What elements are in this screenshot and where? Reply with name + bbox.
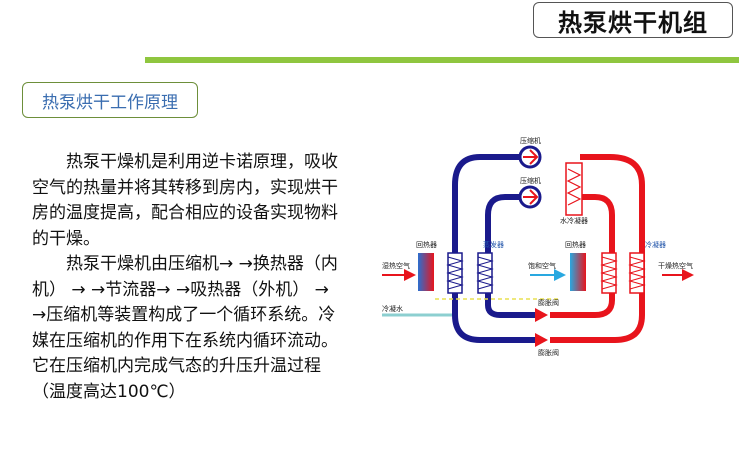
header-divider [145,57,739,63]
paragraph-intro: 热泵干燥机是利用逆卡诺原理，吸收空气的热量并将其转移到房内，实现烘干房的温度提高… [32,152,338,249]
expansion-valve-bottom [535,333,548,347]
dry-air-label: 干燥热空气 [658,261,693,270]
evaporator-label: 蒸发器 [483,240,504,249]
regenerator-left [418,253,434,291]
paragraph-cycle: 热泵干燥机由压缩机→ →换热器（内机） → →节流器→ →吸热器（外机） → →… [32,254,338,402]
saturated-air-label: 饱和空气 [528,261,556,270]
cold-pipe-outer [452,154,540,343]
cold-pipe-inner [485,194,540,318]
regenerator-right [570,253,586,291]
exhaust-air-label: 湿热空气 [382,261,410,270]
water-condenser-label: 水冷凝器 [560,216,588,225]
compressor-top-label: 压缩机 [520,136,541,145]
hot-pipe-outer [550,154,645,343]
heat-pump-diagram: 压缩机 压缩机 水冷凝器 回热器 蒸发器 回热器 冷凝器 湿热空气 饱和空气 干… [382,136,694,357]
regenerator-left-label: 回热器 [416,240,437,249]
page-title: 热泵烘干机组 [533,2,733,38]
compressor-mid-label: 压缩机 [520,176,541,185]
expansion-valve-top [535,308,548,322]
regenerator-right-label: 回热器 [565,240,586,249]
condenser-label: 冷凝器 [645,240,666,249]
expansion-valve-bottom-label: 膨胀阀 [538,348,559,357]
cooling-water-label: 冷凝水 [382,304,403,313]
section-title: 热泵烘干工作原理 [22,82,198,118]
body-text: 热泵干燥机是利用逆卡诺原理，吸收空气的热量并将其转移到房内，实现烘干房的温度提高… [32,150,344,405]
expansion-valve-top-label: 膨胀阀 [538,298,559,307]
water-condenser [565,162,583,216]
